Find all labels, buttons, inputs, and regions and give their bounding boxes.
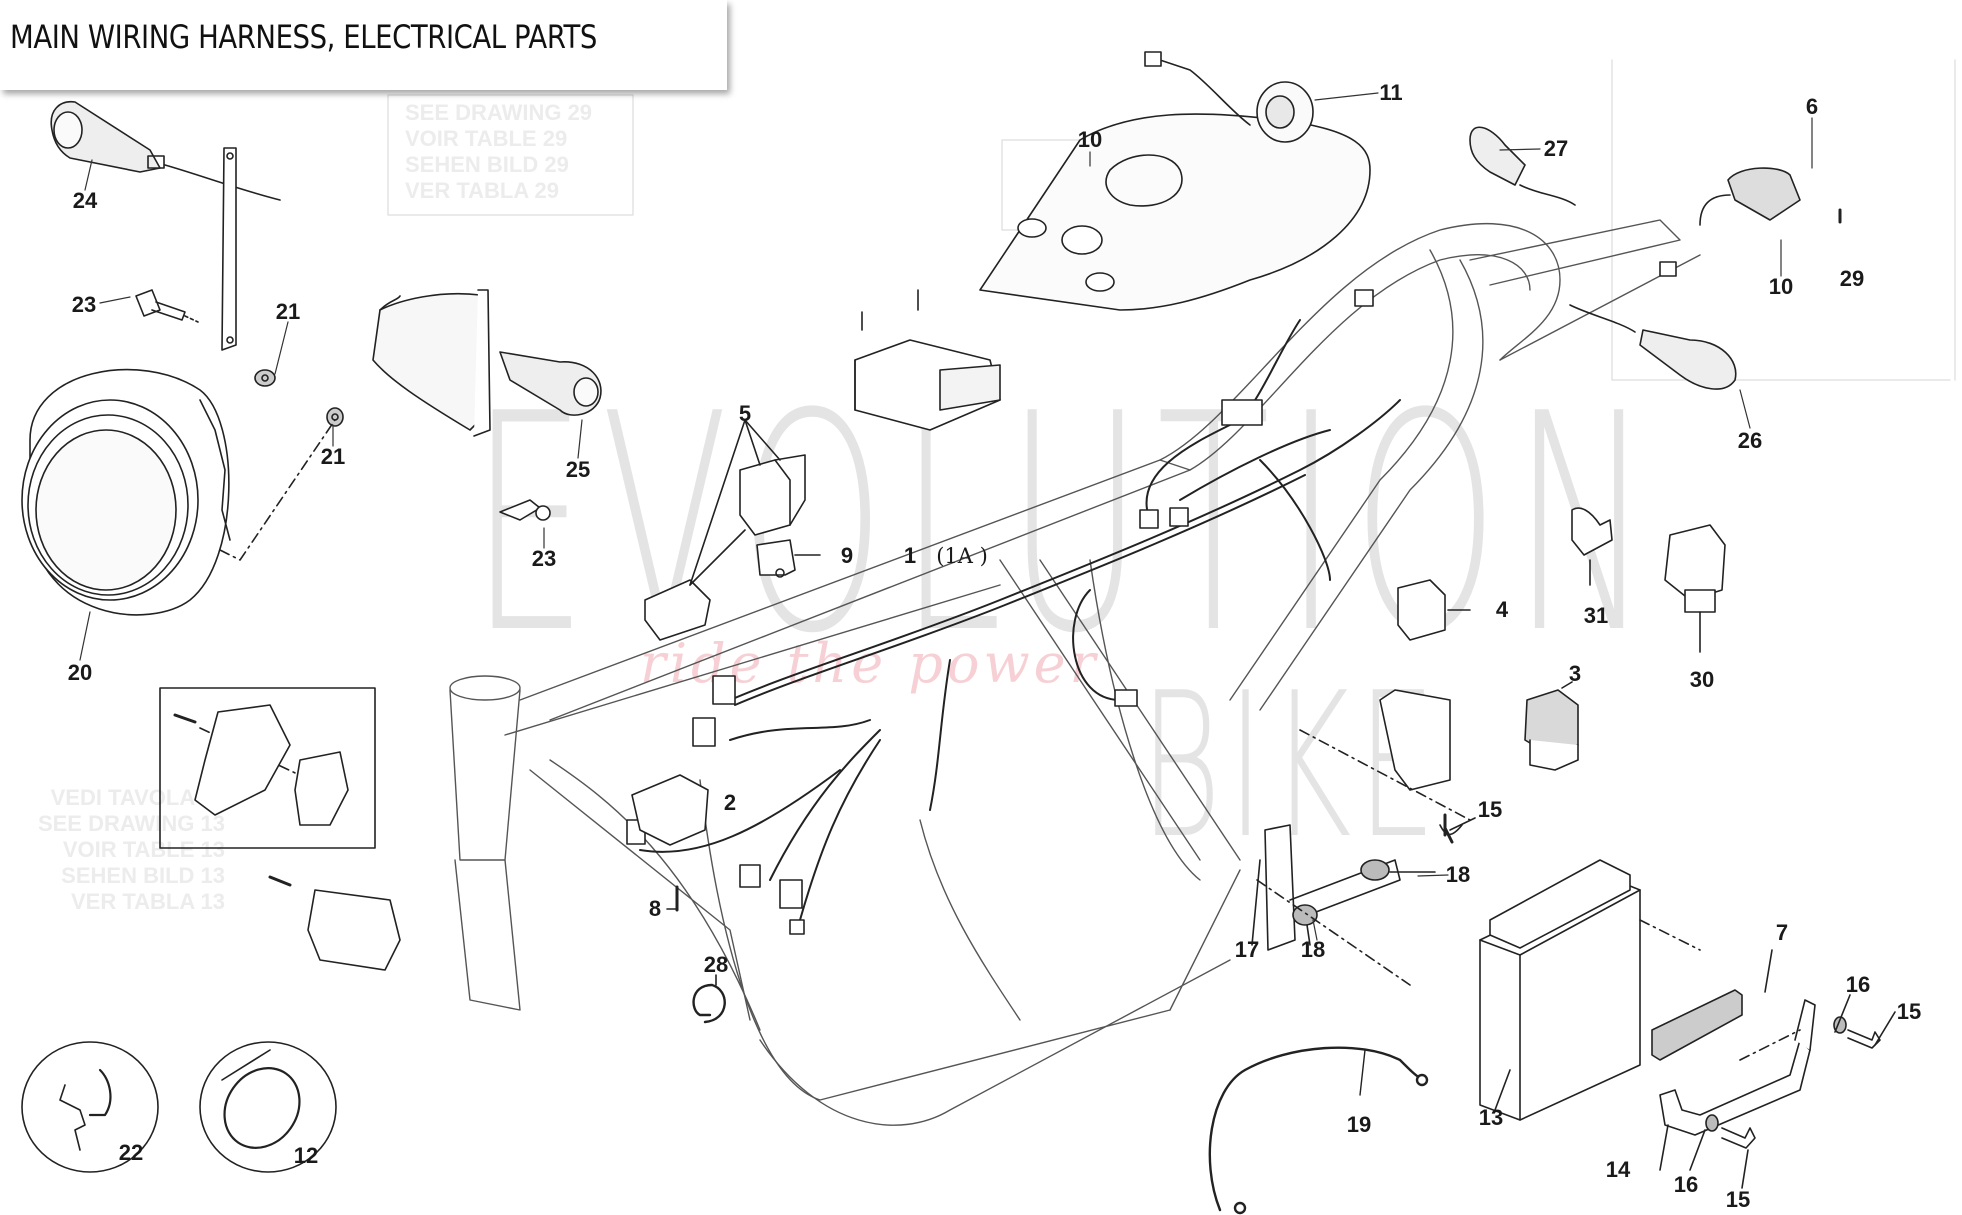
inset-ignition-assembly	[159, 687, 376, 849]
part-4-relay	[1397, 579, 1471, 641]
cross-reference-note-29: SEE DRAWING 29 VOIR TABLE 29 SEHEN BILD …	[405, 100, 592, 204]
callout-25: 25	[565, 457, 591, 482]
part-7-battery-pad	[1651, 949, 1773, 1061]
callout-18: 18	[1300, 937, 1326, 962]
callout-23: 23	[531, 546, 557, 571]
ref-line: VER TABLA 29	[405, 178, 560, 203]
part-31-bracket	[1571, 507, 1613, 586]
callout-14: 14	[1605, 1157, 1631, 1182]
part-21-washer	[254, 369, 344, 427]
callout-15: 15	[1896, 999, 1922, 1024]
callout-16: 16	[1673, 1172, 1699, 1197]
part-30-flasher	[1664, 524, 1726, 653]
part-14-battery-bracket	[1659, 999, 1816, 1171]
callout-6: 6	[1805, 94, 1819, 119]
part-11-horn	[1144, 51, 1314, 143]
callout-1: 1	[903, 543, 917, 568]
part-ecu	[854, 289, 1001, 431]
callout-28: 28	[703, 952, 729, 977]
part-5-relays	[644, 419, 806, 641]
ref-line: VOIR TABLE 13	[62, 837, 225, 862]
callout-9: 9	[840, 543, 854, 568]
callout-21: 21	[275, 299, 301, 324]
part-17-battery-holder	[1251, 689, 1463, 986]
callout-19: 19	[1346, 1112, 1372, 1137]
part-24-turn-signal	[50, 101, 281, 201]
callout-21: 21	[320, 444, 346, 469]
part-9-relay-bracket	[756, 539, 821, 578]
callout-29: 29	[1839, 266, 1865, 291]
callout-26: 26	[1737, 428, 1763, 453]
callout-24: 24	[72, 188, 98, 213]
callout-30: 30	[1689, 667, 1715, 692]
callout-16: 16	[1845, 972, 1871, 997]
ref-line: SEHEN BILD 29	[405, 152, 569, 177]
part-27-turn-signal	[1469, 126, 1576, 206]
callout-17: 17	[1234, 937, 1260, 962]
part-3-regulator	[1524, 681, 1579, 771]
part-2-connector-cover	[631, 774, 709, 846]
callout-27: 27	[1543, 136, 1569, 161]
callout-10: 10	[1077, 127, 1103, 152]
turn-signal-bracket-left	[221, 147, 237, 351]
callout-11: 11	[1379, 80, 1403, 105]
detail-22-clamp	[21, 1041, 159, 1173]
ref-line: SEHEN BILD 13	[61, 863, 225, 888]
part-28-cable-clip	[692, 974, 726, 1024]
part-1-wiring-harness	[639, 319, 1401, 921]
title-banner: MAIN WIRING HARNESS, ELECTRICAL PARTS	[0, 0, 727, 90]
ref-line: VER TABLA 13	[70, 889, 225, 914]
callout-2: 2	[723, 790, 737, 815]
callout-7: 7	[1775, 920, 1789, 945]
ref-line: SEE DRAWING 29	[405, 100, 593, 125]
leader-lines	[79, 92, 1813, 941]
watermark-brand: EVOLUTION	[470, 350, 1666, 699]
callout-20: 20	[67, 660, 93, 685]
ref-line: VOIR TABLE 29	[405, 126, 568, 151]
part-6-license-plate-light	[1699, 167, 1842, 226]
cross-reference-note-13: VEDI TAVOLA 13 SEE DRAWING 13 VOIR TABLE…	[15, 785, 225, 915]
callout-13: 13	[1478, 1105, 1504, 1130]
harness-connectors	[626, 261, 1677, 935]
callout-10: 10	[1768, 274, 1794, 299]
callout-22: 22	[118, 1140, 144, 1165]
motorcycle-frame	[449, 219, 1701, 1126]
part-23-screw	[135, 289, 199, 323]
part-20-headlight	[21, 368, 336, 616]
diagram-title: MAIN WIRING HARNESS, ELECTRICAL PARTS	[10, 18, 597, 56]
part-26-turn-signal	[1569, 304, 1737, 390]
callout-5: 5	[738, 401, 752, 426]
callout-15: 15	[1477, 797, 1503, 822]
ref-line: SEE DRAWING 13	[37, 811, 225, 836]
callout-18: 18	[1445, 862, 1471, 887]
part-8-screw	[666, 885, 679, 912]
callout-23: 23	[71, 292, 97, 317]
part-19-ground-cable	[1208, 1046, 1429, 1215]
part-voltage-regulator	[268, 875, 401, 971]
callout-1a: (1A )	[936, 544, 988, 568]
detail-12-cable-tie	[199, 1041, 337, 1173]
part-13-battery	[1299, 729, 1701, 1121]
part-fuel-tank	[979, 113, 1371, 311]
callout-3: 3	[1568, 661, 1582, 686]
part-25-turn-signal	[372, 289, 602, 521]
callout-4: 4	[1495, 597, 1509, 622]
callout-12: 12	[293, 1143, 319, 1168]
callout-15: 15	[1725, 1187, 1751, 1212]
callout-31: 31	[1583, 603, 1609, 628]
parts-15-16-fasteners	[1443, 817, 1896, 1189]
callout-8: 8	[648, 896, 662, 921]
